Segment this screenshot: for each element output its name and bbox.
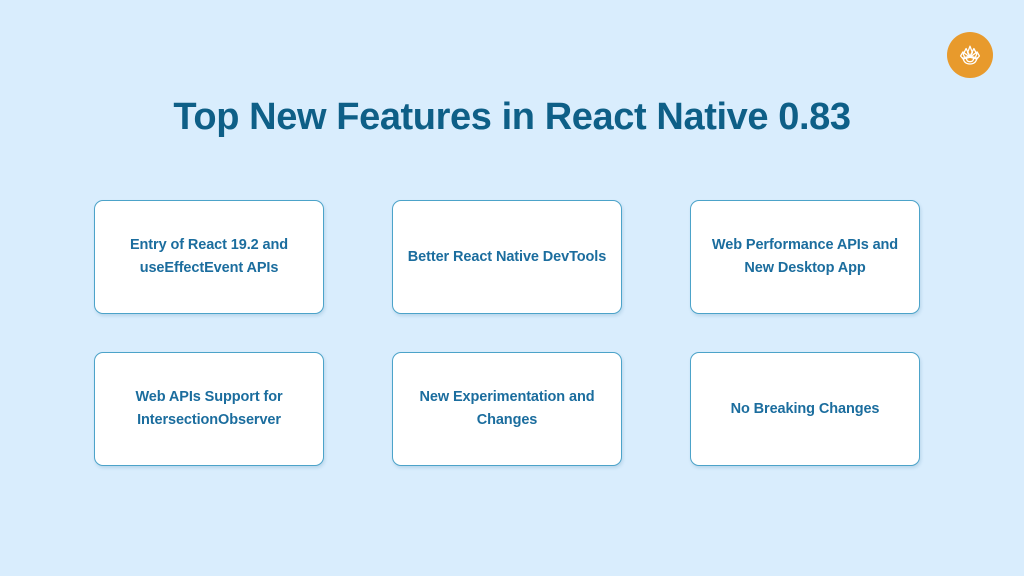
page-title: Top New Features in React Native 0.83 — [173, 96, 851, 139]
feature-card[interactable]: Better React Native DevTools — [392, 200, 622, 314]
feature-card[interactable]: New Experimentation and Changes — [392, 352, 622, 466]
feature-card-label: New Experimentation and Changes — [419, 389, 595, 428]
feature-card-label: No Breaking Changes — [730, 400, 880, 417]
feature-card-label: Web APIs Support for IntersectionObserve… — [135, 389, 283, 428]
feature-card[interactable]: Web Performance APIs and New Desktop App — [690, 200, 920, 314]
feature-card-label: Entry of React 19.2 and useEffectEvent A… — [129, 237, 289, 276]
feature-card[interactable]: Web APIs Support for IntersectionObserve… — [94, 352, 324, 466]
feature-card[interactable]: Entry of React 19.2 and useEffectEvent A… — [94, 200, 324, 314]
feature-card-grid: Entry of React 19.2 and useEffectEvent A… — [94, 200, 921, 466]
feature-card-label: Web Performance APIs and New Desktop App — [711, 237, 899, 276]
lotus-flower-icon — [947, 32, 993, 78]
brand-logo — [947, 32, 993, 78]
feature-card-label: Better React Native DevTools — [407, 248, 607, 265]
feature-card[interactable]: No Breaking Changes — [690, 352, 920, 466]
